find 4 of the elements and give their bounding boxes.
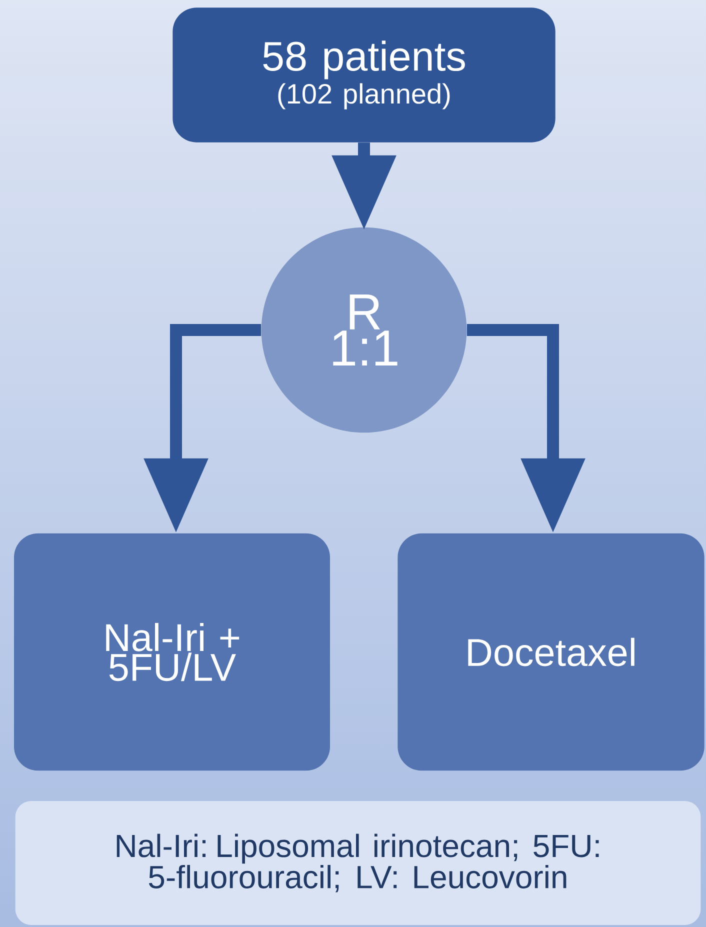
process-box: Nal-Iri + 5FU/LV xyxy=(14,533,330,771)
process-box: Docetaxel xyxy=(398,533,704,771)
note-box: Nal-Iri: Liposomal irinotecan; 5FU: 5-fluorouracil; LV: Leucovorin xyxy=(15,801,701,925)
patients-box: 58 patients (102 planned) xyxy=(172,8,556,142)
